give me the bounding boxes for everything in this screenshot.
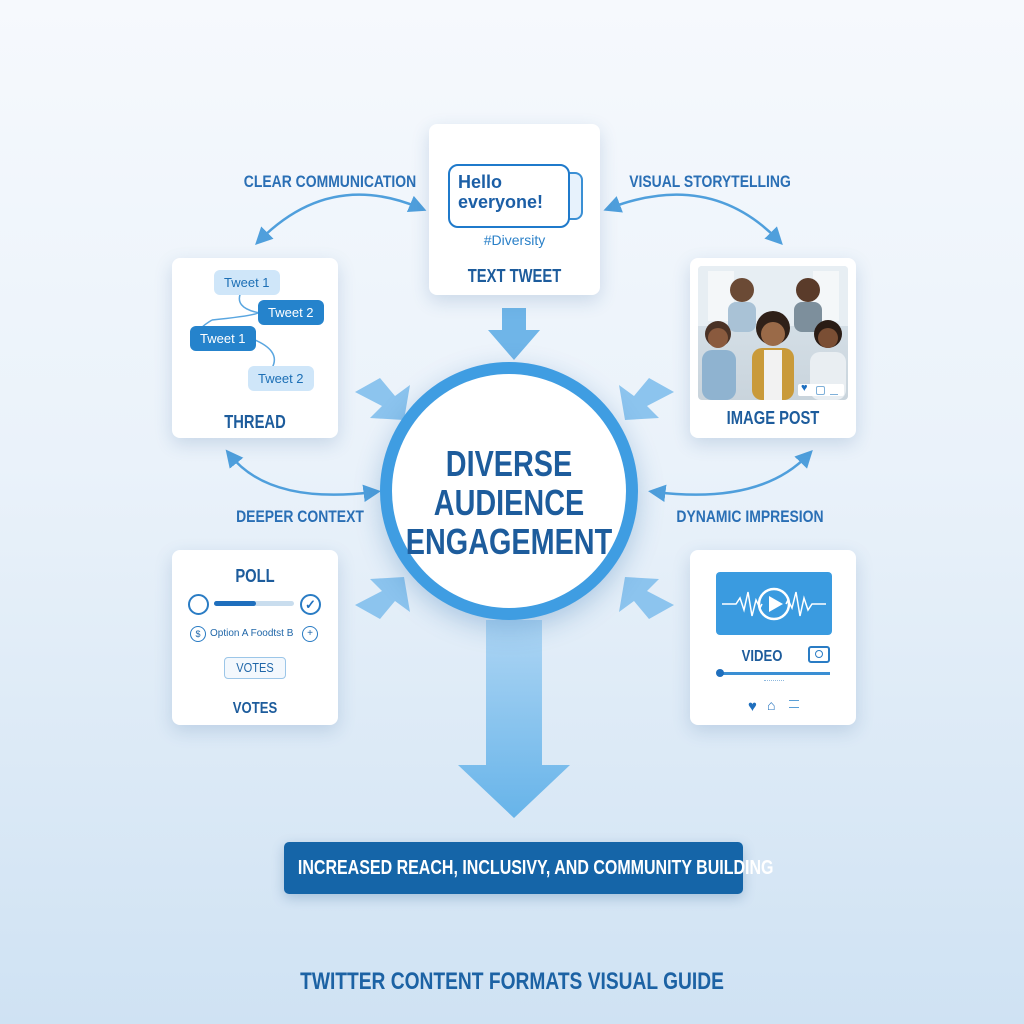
video-player[interactable] [716,572,832,635]
video-progress-track[interactable] [720,672,830,675]
center-circle-inner: DIVERSE AUDIENCE ENGAGEMENT [392,374,626,608]
play-icon [769,596,783,612]
curve-deeper-context [225,449,381,502]
thread-tweet-1: Tweet 1 [214,270,280,295]
poll-footer: VOTES [232,700,278,717]
result-banner-text: INCREASED REACH, INCLUSIVY, AND COMMUNIT… [297,857,774,879]
video-scrubber[interactable] [716,669,724,677]
poll-check-icon[interactable]: ✓ [300,594,321,615]
poll-votes-button[interactable]: VOTES [224,657,286,679]
retweet-icon[interactable] [816,386,825,395]
camera-icon[interactable] [808,646,830,663]
label-visual-storytelling: VISUAL STORYTELLING [629,172,791,191]
thread-card[interactable]: Tweet 1 Tweet 2 Tweet 1 Tweet 2 THREAD [172,258,338,438]
poll-progress-track [214,601,294,606]
thread-title: THREAD [224,412,286,432]
speech-bubble-front: Hello everyone! [448,164,570,228]
hashtag-text: #Diversity [483,232,546,248]
poll-title: POLL [235,566,275,586]
poll-option-prefix-icon[interactable]: $ [190,626,206,642]
text-tweet-card[interactable]: Hello everyone! #Diversity TEXT TWEET [429,124,600,295]
waveform [722,587,826,621]
share-icon[interactable] [830,386,838,395]
arrow-from-image [619,378,674,420]
label-deeper-context: DEEPER CONTEXT [236,507,364,526]
group-photo: ♥ [698,266,848,400]
thread-tweet-2: Tweet 2 [258,300,324,325]
poll-option-text[interactable]: Option A Foodtst B [210,628,294,639]
video-title: VIDEO [741,648,783,665]
top-down-arrow [488,308,540,360]
label-clear-communication: CLEAR COMMUNICATION [243,172,417,191]
label-dynamic-impression: DYNAMIC IMPRESION [676,507,824,526]
video-card[interactable]: VIDEO ♥ ⌂ [690,550,856,725]
bubble-text: Hello everyone! [458,172,544,212]
people-photo [698,266,848,400]
arrow-from-video [619,577,674,619]
center-line-3: ENGAGEMENT [405,521,613,562]
image-reaction-bar: ♥ [798,382,844,396]
video-more-icon[interactable] [789,700,799,708]
video-time-dots [764,680,784,685]
arrow-from-poll [355,577,410,619]
image-post-title: IMAGE POST [726,408,820,428]
poll-card[interactable]: POLL ✓ $ Option A Foodtst B + VOTES VOTE… [172,550,338,725]
poll-progress-fill [214,601,256,606]
curve-clear-communication [255,193,427,245]
video-heart-icon[interactable]: ♥ [748,698,757,715]
poll-votes-button-label: VOTES [236,660,274,675]
thread-tweet-4: Tweet 2 [248,366,314,391]
image-post-card[interactable]: ♥ IMAGE POST [690,258,856,438]
center-line-2: AUDIENCE [433,482,585,523]
arrow-from-thread [355,378,410,420]
center-line-1: DIVERSE [445,443,573,484]
footer-title: TWITTER CONTENT FORMATS VISUAL GUIDE [300,968,724,995]
thread-tweet-3: Tweet 1 [190,326,256,351]
curve-visual-storytelling [603,193,783,246]
center-circle: DIVERSE AUDIENCE ENGAGEMENT [380,362,638,620]
text-tweet-title: TEXT TWEET [467,266,562,286]
poll-option-add-icon[interactable]: + [302,626,318,642]
curve-dynamic-impression [648,449,813,502]
heart-icon[interactable]: ♥ [801,382,808,394]
big-down-arrow [458,620,570,818]
result-banner: INCREASED REACH, INCLUSIVY, AND COMMUNIT… [284,842,774,894]
video-home-icon[interactable]: ⌂ [767,697,776,713]
poll-radio-empty[interactable] [188,594,209,615]
